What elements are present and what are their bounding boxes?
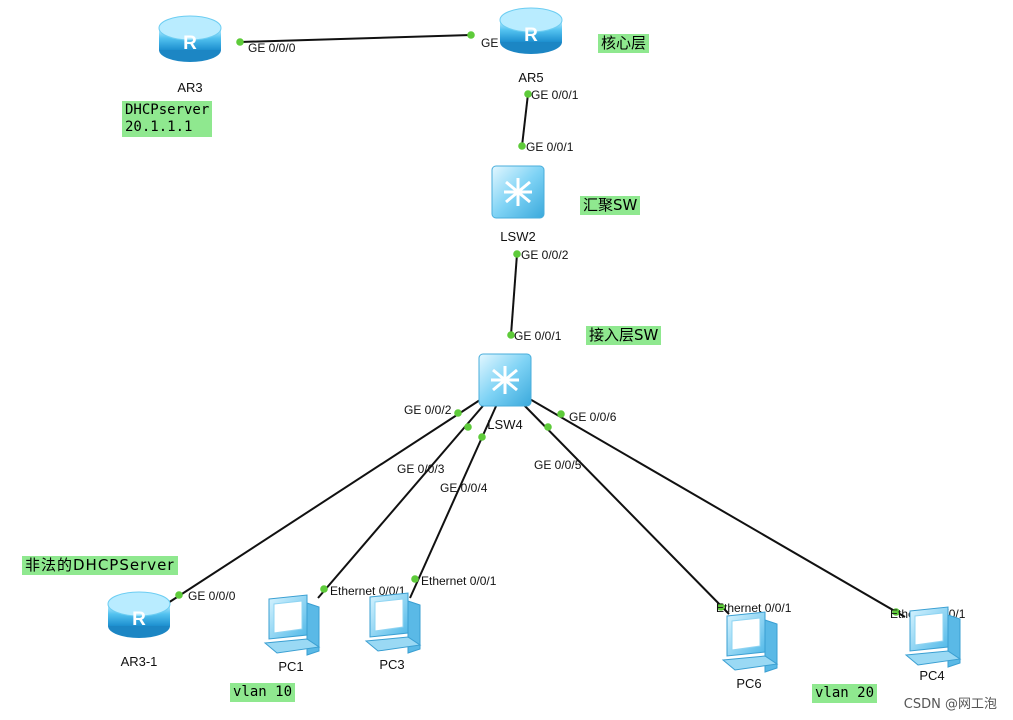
router-icon[interactable] <box>107 591 171 639</box>
device-label-ar3: AR3 <box>177 80 202 95</box>
device-label-lsw2: LSW2 <box>500 229 535 244</box>
device-label-pc4: PC4 <box>919 668 944 683</box>
device-label-pc6: PC6 <box>736 676 761 691</box>
port-label: Ethernet 0/0/1 <box>716 601 792 615</box>
port-label: GE 0/0/0 <box>188 589 236 603</box>
link-lsw2-lsw4 <box>510 253 518 336</box>
pc-icon[interactable] <box>264 594 320 656</box>
device-label-pc1: PC1 <box>278 659 303 674</box>
link-ar5-lsw2 <box>521 93 529 147</box>
port-dot <box>467 31 475 39</box>
router-icon[interactable] <box>158 15 222 63</box>
port-dot <box>464 423 472 431</box>
port-label: GE 0/0/0 <box>248 41 296 55</box>
port-label: GE 0/0/6 <box>569 410 617 424</box>
device-label-ar5: AR5 <box>518 70 543 85</box>
link-lsw4-ar31 <box>167 397 484 604</box>
port-dot <box>524 90 532 98</box>
port-label: Ethernet 0/0/1 <box>330 584 406 598</box>
port-dot <box>717 603 725 611</box>
port-label: GE 0/0/2 <box>521 248 569 262</box>
device-label-lsw4: LSW4 <box>487 417 522 432</box>
port-label: GE 0/0/1 <box>526 140 574 154</box>
pc-icon[interactable] <box>722 611 778 673</box>
link-lsw4-pc4 <box>527 397 906 618</box>
port-dot <box>175 591 183 599</box>
aggregation-switch-label: 汇聚SW <box>580 196 641 215</box>
port-label: GE 0/0/4 <box>440 481 488 495</box>
watermark: CSDN @网工泡 <box>903 697 997 712</box>
link-lsw4-pc1 <box>317 399 489 599</box>
switch-icon[interactable] <box>490 164 546 220</box>
port-dot <box>557 410 565 418</box>
port-label: GE 0/0/5 <box>534 458 582 472</box>
port-label: Ethernet 0/0/1 <box>421 574 497 588</box>
port-label: GE 0/0/1 <box>531 88 579 102</box>
switch-icon[interactable] <box>477 352 533 408</box>
dhcp-server-label: DHCPserver 20.1.1.1 <box>122 101 213 137</box>
core-layer-label: 核心层 <box>598 34 650 53</box>
access-switch-label: 接入层SW <box>586 326 662 345</box>
link-lsw4-pc3 <box>409 403 498 599</box>
port-dot <box>544 423 552 431</box>
link-lsw4-pc6 <box>520 401 730 615</box>
port-label: GE 0/0/3 <box>397 462 445 476</box>
port-dot <box>478 433 486 441</box>
vlan-20-label: vlan 20 <box>812 684 878 703</box>
rogue-dhcp-server-label: 非法的DHCPServer <box>22 556 178 575</box>
port-dot <box>892 608 900 616</box>
device-label-pc3: PC3 <box>379 657 404 672</box>
vlan-10-label: vlan 10 <box>230 683 296 702</box>
port-dot <box>518 142 526 150</box>
port-dot <box>507 331 515 339</box>
link-ar3-ar5 <box>239 34 472 43</box>
port-dot <box>411 575 419 583</box>
port-dot <box>454 409 462 417</box>
pc-icon[interactable] <box>365 592 421 654</box>
router-icon[interactable] <box>499 7 563 55</box>
port-dot <box>513 250 521 258</box>
port-label: GE 0/0/1 <box>514 329 562 343</box>
port-dot <box>320 585 328 593</box>
device-label-ar3-1: AR3-1 <box>121 654 158 669</box>
port-label: GE 0/0/2 <box>404 403 452 417</box>
pc-icon[interactable] <box>905 606 961 668</box>
port-dot <box>236 38 244 46</box>
